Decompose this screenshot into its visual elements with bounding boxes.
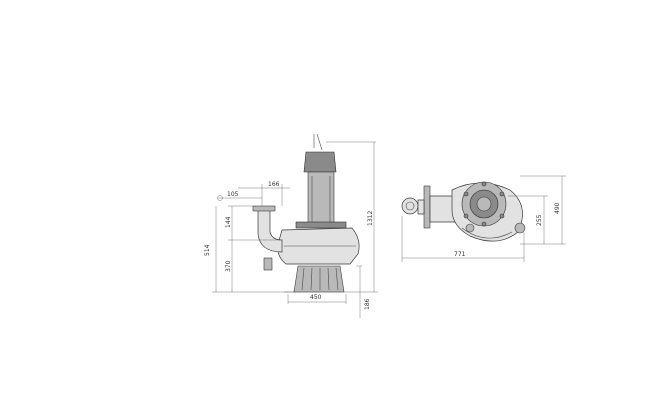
side-view: 166 105 144 514 370 1312 450 186 [204, 133, 378, 318]
dim-label-490: 490 [554, 202, 561, 214]
dim-label-771: 771 [454, 251, 466, 258]
dim-label-144: 144 [225, 216, 232, 228]
plan-view: 771 255 490 [401, 175, 566, 262]
outlet-bend [257, 209, 283, 253]
dim-label-186: 186 [364, 298, 371, 310]
dim-label-105: 105 [227, 191, 239, 198]
motor-housing [307, 171, 335, 225]
dim-label-514: 514 [204, 244, 211, 256]
plan-flange [423, 185, 431, 229]
dim-label-1312: 1312 [367, 211, 374, 226]
collar [295, 221, 347, 229]
outlet-pipe-circle [401, 197, 419, 215]
dim-label-370: 370 [225, 260, 232, 272]
base-stand [293, 265, 345, 293]
dim-label-255: 255 [536, 214, 543, 226]
motor-cap [303, 151, 337, 173]
dim-label-450: 450 [310, 294, 322, 301]
discharge-flange [263, 257, 273, 271]
plan-pipe [417, 199, 425, 215]
outlet-flange [252, 205, 276, 212]
dim-label-166: 166 [268, 181, 280, 188]
lifting-handle [313, 133, 323, 151]
